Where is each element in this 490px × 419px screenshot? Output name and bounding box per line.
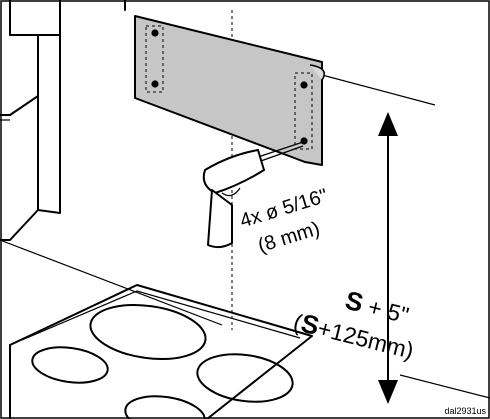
template-slot-left	[145, 25, 164, 93]
drill-hole-marker	[151, 80, 159, 88]
burner-small	[31, 346, 109, 384]
wall-lines	[0, 0, 490, 399]
burner-large	[89, 304, 207, 360]
drill-icon	[202, 141, 304, 249]
wall-cabinet	[0, 0, 61, 241]
cooktop	[9, 284, 313, 419]
mounting-template	[134, 15, 325, 166]
burner-front	[124, 395, 206, 419]
burner-medium	[196, 353, 294, 403]
figure-code: dal2931us	[444, 406, 486, 416]
drill-hole-marker	[300, 81, 308, 89]
height-dimension-arrow	[378, 112, 398, 404]
height-label: S + 5" (S+125mm)	[291, 285, 416, 364]
template-slot-right	[294, 72, 313, 150]
drill-hole-marker	[300, 137, 308, 145]
drill-hole-marker	[151, 29, 159, 37]
